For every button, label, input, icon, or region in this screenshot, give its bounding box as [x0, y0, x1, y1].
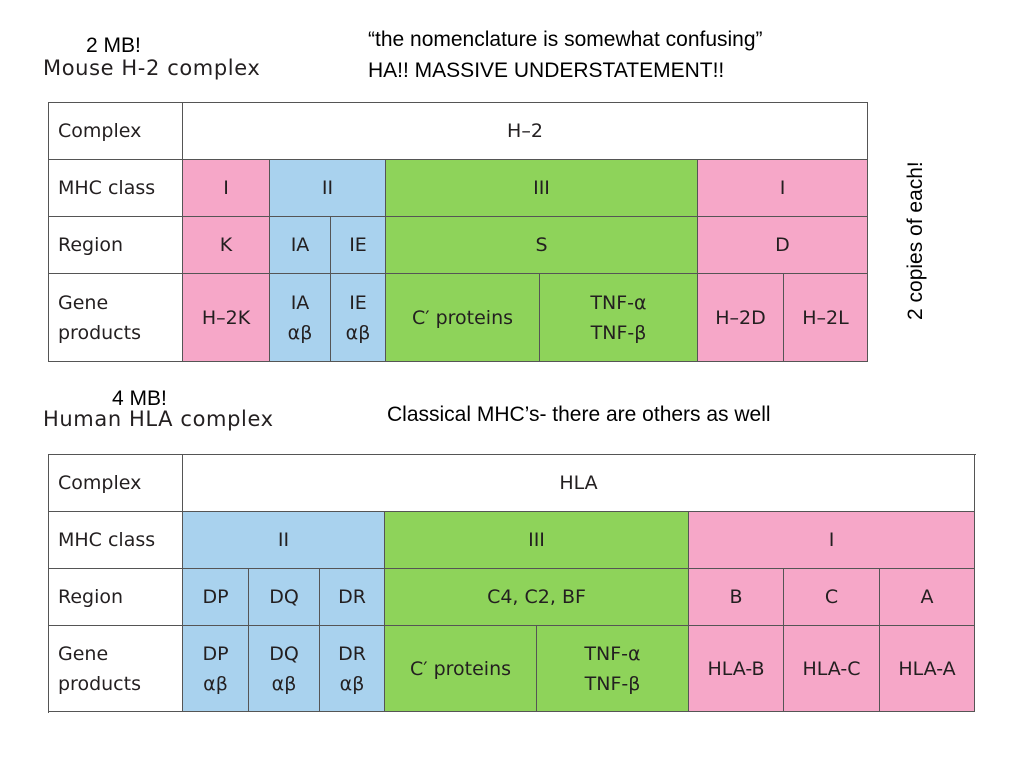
complex-name: H–2 — [183, 103, 868, 160]
row-header-region: Region — [49, 217, 183, 274]
gene-product-cell: TNF-α TNF-β — [537, 626, 689, 712]
quote-line-2: HA!! MASSIVE UNDERSTATEMENT!! — [368, 59, 725, 82]
row-header-mhc-class: MHC class — [49, 160, 183, 217]
mhc-class-cell: III — [385, 512, 689, 569]
mhc-class-cell: II — [183, 512, 385, 569]
region-cell: DR — [320, 569, 385, 626]
gene-product-cell: HLA-B — [689, 626, 784, 712]
gene-product-cell: IA αβ — [270, 274, 331, 362]
gene-product-cell: C′ proteins — [385, 626, 537, 712]
mhc-class-cell: I — [689, 512, 975, 569]
quote-line-1: “the nomenclature is somewhat confusing” — [368, 28, 763, 51]
row-header-complex: Complex — [49, 455, 183, 512]
row-header-gene-products: Gene products — [49, 274, 183, 362]
region-cell: IE — [331, 217, 386, 274]
mhc-class-cell: III — [386, 160, 698, 217]
gene-product-cell: DP αβ — [183, 626, 249, 712]
region-cell: B — [689, 569, 784, 626]
region-cell: C — [784, 569, 880, 626]
human-hla-table: Complex HLA MHC class II III I Region DP… — [48, 454, 976, 713]
region-cell: S — [386, 217, 698, 274]
gene-product-cell: DR αβ — [320, 626, 385, 712]
mouse-h2-table: Complex H–2 MHC class I II III I Region … — [48, 102, 868, 362]
region-cell: C4, C2, BF — [385, 569, 689, 626]
gene-product-cell: H–2K — [183, 274, 270, 362]
gene-product-cell: IE αβ — [331, 274, 386, 362]
gene-product-cell: C′ proteins — [386, 274, 540, 362]
gene-product-cell: H–2L — [784, 274, 868, 362]
human-size-note: 4 MB! — [112, 387, 167, 410]
region-cell: K — [183, 217, 270, 274]
region-cell: A — [880, 569, 975, 626]
mhc-class-cell: I — [183, 160, 270, 217]
mhc-class-cell: I — [698, 160, 868, 217]
complex-name: HLA — [183, 455, 975, 512]
mouse-title: Mouse H-2 complex — [43, 56, 261, 80]
row-header-gene-products: Gene products — [49, 626, 183, 712]
gene-product-cell: H–2D — [698, 274, 784, 362]
mouse-size-note: 2 MB! — [86, 34, 141, 57]
gene-product-cell: DQ αβ — [249, 626, 320, 712]
region-cell: DP — [183, 569, 249, 626]
gene-product-cell: HLA-A — [880, 626, 975, 712]
region-cell: IA — [270, 217, 331, 274]
mhc-class-cell: II — [270, 160, 386, 217]
copies-note: 2 copies of each! — [904, 161, 927, 320]
human-title: Human HLA complex — [43, 407, 274, 431]
classical-note: Classical MHC’s- there are others as wel… — [387, 403, 771, 426]
row-header-complex: Complex — [49, 103, 183, 160]
gene-product-cell: HLA-C — [784, 626, 880, 712]
region-cell: DQ — [249, 569, 320, 626]
region-cell: D — [698, 217, 868, 274]
row-header-region: Region — [49, 569, 183, 626]
row-header-mhc-class: MHC class — [49, 512, 183, 569]
gene-product-cell: TNF-α TNF-β — [540, 274, 698, 362]
